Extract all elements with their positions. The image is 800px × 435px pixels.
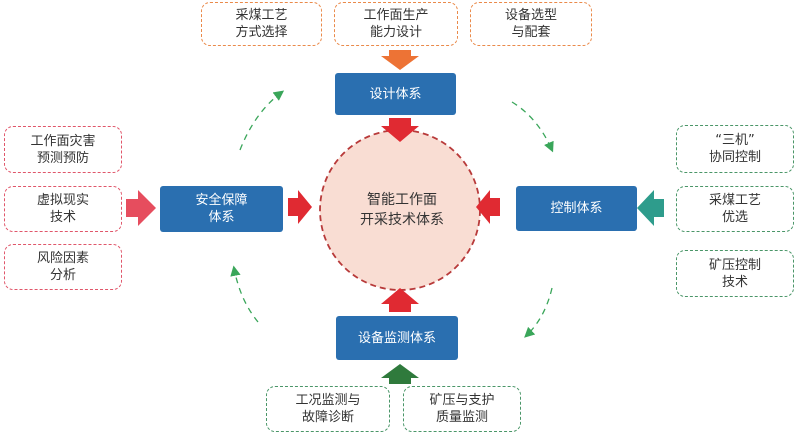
arrow-monitoring-to-center (381, 288, 419, 312)
arrow-control-to-center (476, 190, 500, 224)
safety-input-2: 虚拟现实 技术 (4, 186, 122, 232)
arrow-control-inputs (637, 190, 664, 226)
design-input-3: 设备选型 与配套 (470, 2, 592, 46)
cycle-arrow-bottom-right (524, 287, 553, 338)
cycle-arrow-bottom-left (230, 265, 259, 323)
design-input-2: 工作面生产 能力设计 (334, 2, 458, 46)
monitoring-input-2: 矿压与支护 质量监测 (403, 386, 521, 432)
design-input-1: 采煤工艺 方式选择 (201, 2, 322, 46)
control-system-box: 控制体系 (516, 186, 637, 231)
safety-system-box: 安全保障 体系 (160, 186, 283, 232)
cycle-arrow-top-right (511, 101, 554, 153)
safety-input-1: 工作面灾害 预测预防 (4, 126, 122, 173)
monitoring-system-box: 设备监测体系 (336, 316, 458, 360)
arrow-safety-inputs (126, 190, 156, 226)
monitoring-input-1: 工况监测与 故障诊断 (266, 386, 390, 432)
arrow-design-inputs (381, 50, 419, 70)
arrow-monitoring-inputs (381, 364, 419, 384)
arrow-design-to-center (381, 118, 419, 142)
control-input-3: 矿压控制 技术 (676, 250, 794, 297)
control-input-1: “三机” 协同控制 (676, 125, 794, 173)
safety-input-3: 风险因素 分析 (4, 244, 122, 290)
cycle-arrow-top-left (239, 90, 285, 151)
arrow-safety-to-center (288, 190, 312, 224)
center-label: 智能工作面 开采技术体系 (360, 192, 444, 228)
design-system-box: 设计体系 (335, 73, 456, 115)
control-input-2: 采煤工艺 优选 (676, 186, 794, 232)
